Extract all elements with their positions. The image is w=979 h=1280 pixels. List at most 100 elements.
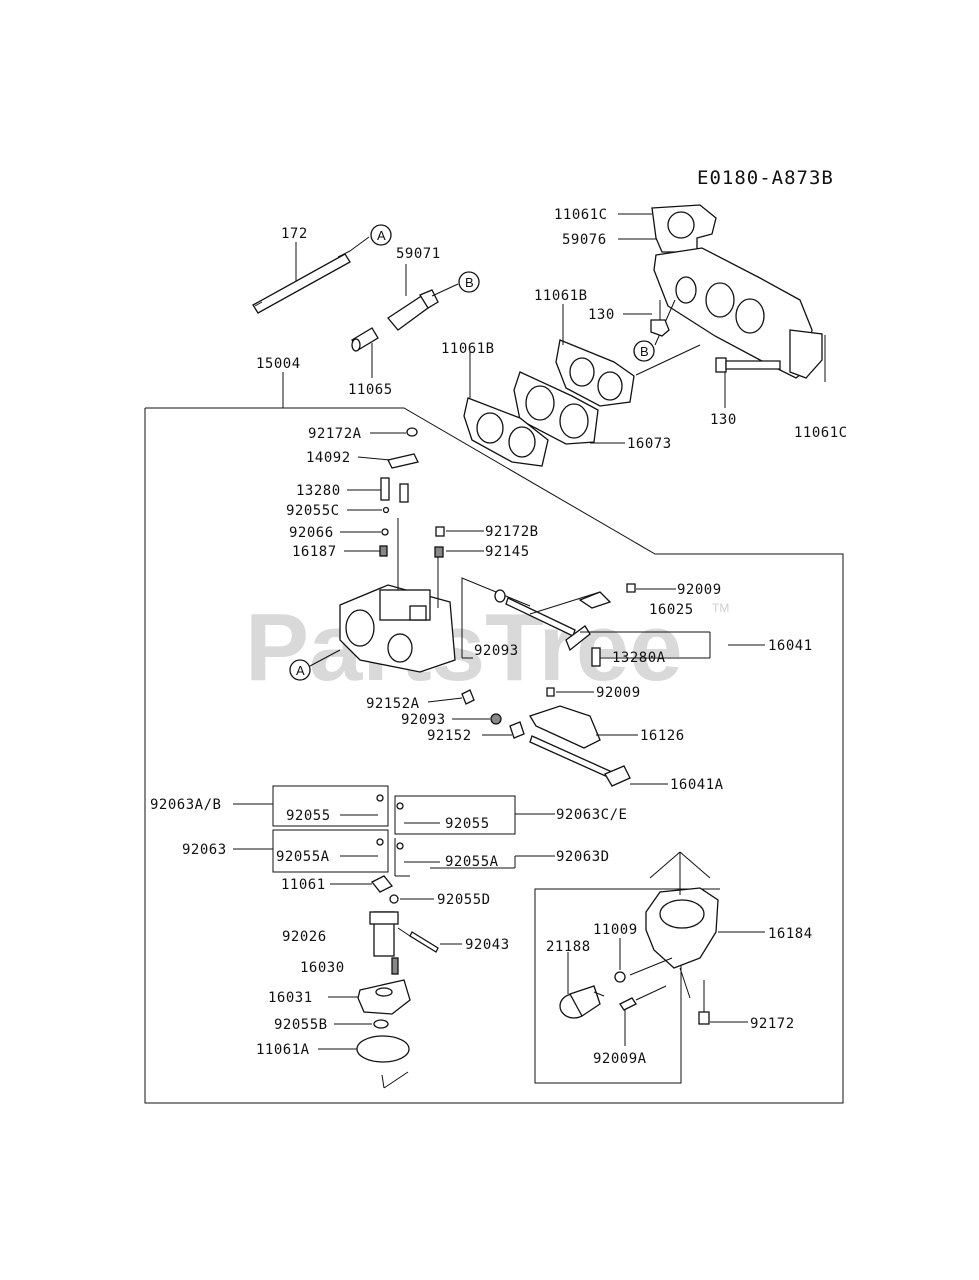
part-92055D-ring <box>389 894 434 904</box>
part-92152A-bush <box>427 689 475 705</box>
label-11061B-a: 11061B <box>534 288 588 304</box>
svg-text:A: A <box>296 663 305 678</box>
label-11065: 11065 <box>348 382 393 398</box>
label-16031: 16031 <box>268 990 313 1006</box>
part-92066-ring <box>340 528 389 536</box>
part-92043-pin <box>409 931 462 953</box>
label-92055B: 92055B <box>274 1017 328 1033</box>
label-92066: 92066 <box>289 525 334 541</box>
part-11065-pin <box>351 327 379 378</box>
label-92093-b: 92093 <box>401 712 446 728</box>
part-16030-needle <box>391 957 399 975</box>
box-92063D <box>394 838 555 877</box>
label-14092: 14092 <box>306 450 351 466</box>
part-92152-bush <box>482 721 525 739</box>
part-16031-float <box>328 979 411 1015</box>
label-59071: 59071 <box>396 246 441 262</box>
svg-text:B: B <box>640 344 649 359</box>
label-92172A: 92172A <box>308 426 362 442</box>
label-92026: 92026 <box>282 929 327 945</box>
label-92063: 92063 <box>182 842 227 858</box>
label-11061: 11061 <box>281 877 326 893</box>
label-130-a: 130 <box>588 307 615 323</box>
part-16126-lever <box>529 705 638 749</box>
part-13280-screw <box>347 477 409 503</box>
part-14092-plate <box>357 453 419 469</box>
watermark-text: PartsTree <box>245 594 683 701</box>
label-92009-b: 92009 <box>596 685 641 701</box>
label-11009: 11009 <box>593 922 638 938</box>
part-carburetor-body <box>339 518 456 673</box>
part-130-bolt-b <box>715 357 781 408</box>
label-92009-a: 92009 <box>677 582 722 598</box>
label-92172B: 92172B <box>485 524 539 540</box>
part-92172-screw <box>698 980 748 1025</box>
part-11009-seal <box>614 938 673 983</box>
label-92145: 92145 <box>485 544 530 560</box>
part-59071-fitting <box>387 264 459 331</box>
part-92009-screw-b <box>546 687 594 697</box>
part-11061A-gasket <box>318 1035 410 1089</box>
part-92172B-screw <box>435 526 484 537</box>
watermark-tm: TM <box>712 601 729 615</box>
diagram-code: E0180-A873B <box>697 167 834 189</box>
part-21188-solenoid <box>559 952 605 1019</box>
part-92093-seal <box>452 713 502 725</box>
part-92145-spring <box>434 546 484 558</box>
part-92009A-screw <box>619 985 667 1046</box>
part-11061C-gasket-top <box>618 204 717 253</box>
callout-b-top: B <box>458 271 480 293</box>
part-92009-screw-a <box>626 583 676 593</box>
svg-text:B: B <box>465 275 474 290</box>
label-11061A: 11061A <box>256 1042 310 1058</box>
label-16073: 16073 <box>627 436 672 452</box>
part-16041A-choke-shaft <box>529 735 668 787</box>
label-92152A: 92152A <box>366 696 420 712</box>
label-11061B-b: 11061B <box>441 341 495 357</box>
label-16030: 16030 <box>300 960 345 976</box>
label-59076: 59076 <box>562 232 607 248</box>
box-92063AB <box>233 785 389 827</box>
part-16073-spacer <box>513 371 625 445</box>
label-13280: 13280 <box>296 483 341 499</box>
label-92009A: 92009A <box>593 1051 647 1067</box>
main-frame <box>144 407 844 1104</box>
label-92043: 92043 <box>465 937 510 953</box>
label-92055A-b: 92055A <box>445 854 499 870</box>
label-16025: 16025 <box>649 602 694 618</box>
label-13280A: 13280A <box>612 650 666 666</box>
label-92063D: 92063D <box>556 849 610 865</box>
label-92055D: 92055D <box>437 892 491 908</box>
label-92172: 92172 <box>750 1016 795 1032</box>
part-92055C-ring <box>347 506 390 514</box>
label-92055-a: 92055 <box>286 808 331 824</box>
label-92055-b: 92055 <box>445 816 490 832</box>
label-11061C-side: 11061C <box>794 425 848 441</box>
label-21188: 21188 <box>546 939 591 955</box>
label-92093-a: 92093 <box>474 643 519 659</box>
label-15004: 15004 <box>256 356 301 372</box>
label-92055A-a: 92055A <box>276 849 330 865</box>
part-16187-jet <box>344 545 388 557</box>
part-130-bolt-a <box>623 300 670 337</box>
label-130-b: 130 <box>710 412 737 428</box>
label-16041: 16041 <box>768 638 813 654</box>
part-92055B-ring <box>334 1019 389 1029</box>
callout-a-top: A <box>370 224 392 246</box>
box-92063CE <box>394 795 555 835</box>
label-11061C-top: 11061C <box>554 207 608 223</box>
part-92172A-screw <box>370 427 418 437</box>
part-172-rod <box>252 236 370 314</box>
label-172: 172 <box>281 226 308 242</box>
label-16184: 16184 <box>768 926 813 942</box>
callout-a-carb: A <box>289 649 341 681</box>
part-16184-bowl <box>645 851 765 999</box>
label-16126: 16126 <box>640 728 685 744</box>
label-92063AB: 92063A/B <box>150 797 221 813</box>
svg-text:A: A <box>377 228 386 243</box>
label-16041A: 16041A <box>670 777 724 793</box>
label-92152: 92152 <box>427 728 472 744</box>
callout-b-manifold: B <box>633 340 655 362</box>
part-92026-nozzle <box>369 911 411 957</box>
